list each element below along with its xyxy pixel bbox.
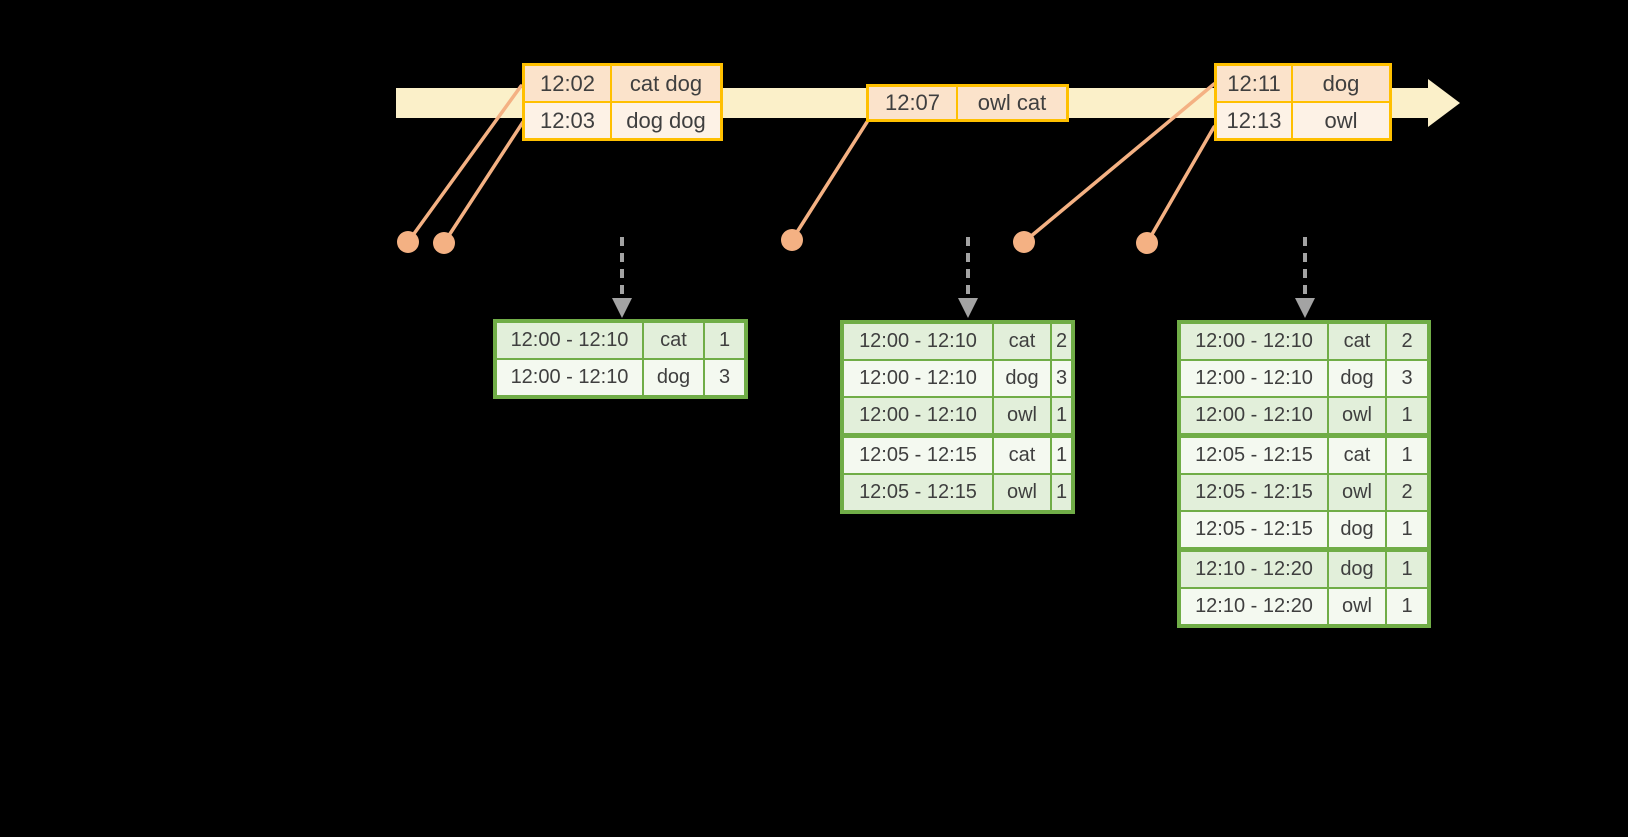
word-cell: dog bbox=[642, 360, 703, 395]
word-cell: owl bbox=[1327, 589, 1385, 624]
word-cell: owl bbox=[1327, 398, 1385, 433]
timeline-arrowhead-icon bbox=[1428, 79, 1460, 127]
window-cell: 12:10 - 12:20 bbox=[1181, 552, 1327, 587]
count-cell: 1 bbox=[1050, 475, 1071, 510]
event-time-cell: 12:07 bbox=[869, 87, 956, 119]
count-cell: 2 bbox=[1385, 324, 1427, 359]
window-cell: 12:05 - 12:15 bbox=[1181, 475, 1327, 510]
count-cell: 1 bbox=[1050, 398, 1071, 433]
event-dot bbox=[1136, 232, 1158, 254]
event-words-cell: cat dog bbox=[610, 66, 720, 101]
count-cell: 3 bbox=[1385, 361, 1427, 396]
connector-line bbox=[406, 84, 523, 244]
window-cell: 12:00 - 12:10 bbox=[497, 360, 642, 395]
word-cell: cat bbox=[1327, 324, 1385, 359]
window-cell: 12:00 - 12:10 bbox=[1181, 398, 1327, 433]
count-cell: 1 bbox=[1385, 398, 1427, 433]
window-cell: 12:00 - 12:10 bbox=[844, 361, 992, 396]
window-cell: 12:05 - 12:15 bbox=[1181, 438, 1327, 473]
word-cell: cat bbox=[992, 438, 1050, 473]
count-cell: 1 bbox=[1385, 512, 1427, 547]
trigger-arrow-icon bbox=[1295, 237, 1315, 318]
event-dot bbox=[1013, 231, 1035, 253]
word-cell: dog bbox=[1327, 361, 1385, 396]
word-cell: dog bbox=[992, 361, 1050, 396]
window-cell: 12:05 - 12:15 bbox=[844, 438, 992, 473]
word-cell: cat bbox=[1327, 438, 1385, 473]
event-dot bbox=[397, 231, 419, 253]
window-cell: 12:00 - 12:10 bbox=[1181, 361, 1327, 396]
count-cell: 1 bbox=[1385, 552, 1427, 587]
connector-line bbox=[1145, 125, 1216, 245]
word-cell: owl bbox=[992, 398, 1050, 433]
event-dot bbox=[433, 232, 455, 254]
event-time-cell: 12:13 bbox=[1217, 103, 1291, 138]
event-words-cell: owl bbox=[1291, 103, 1389, 138]
word-cell: dog bbox=[1327, 552, 1385, 587]
count-cell: 1 bbox=[703, 323, 744, 358]
count-cell: 3 bbox=[703, 360, 744, 395]
window-cell: 12:00 - 12:10 bbox=[497, 323, 642, 358]
event-time-cell: 12:11 bbox=[1217, 66, 1291, 101]
word-cell: cat bbox=[642, 323, 703, 358]
connector-line bbox=[1022, 82, 1216, 244]
count-cell: 2 bbox=[1050, 324, 1071, 359]
word-cell: cat bbox=[992, 324, 1050, 359]
count-cell: 3 bbox=[1050, 361, 1071, 396]
event-words-cell: dog bbox=[1291, 66, 1389, 101]
count-cell: 1 bbox=[1385, 589, 1427, 624]
count-cell: 2 bbox=[1385, 475, 1427, 510]
event-time-cell: 12:02 bbox=[525, 66, 610, 101]
word-cell: owl bbox=[1327, 475, 1385, 510]
window-cell: 12:00 - 12:10 bbox=[1181, 324, 1327, 359]
event-time-cell: 12:03 bbox=[525, 103, 610, 138]
event-dot bbox=[781, 229, 803, 251]
trigger-arrow-icon bbox=[958, 237, 978, 318]
window-cell: 12:10 - 12:20 bbox=[1181, 589, 1327, 624]
count-cell: 1 bbox=[1050, 438, 1071, 473]
event-words-cell: dog dog bbox=[610, 103, 720, 138]
trigger-arrow-icon bbox=[612, 237, 632, 318]
window-cell: 12:05 - 12:15 bbox=[844, 475, 992, 510]
connector-line bbox=[790, 120, 869, 242]
word-cell: dog bbox=[1327, 512, 1385, 547]
connector-line bbox=[442, 120, 525, 245]
window-cell: 12:00 - 12:10 bbox=[844, 398, 992, 433]
window-cell: 12:00 - 12:10 bbox=[844, 324, 992, 359]
window-cell: 12:05 - 12:15 bbox=[1181, 512, 1327, 547]
event-words-cell: owl cat bbox=[956, 87, 1066, 119]
count-cell: 1 bbox=[1385, 438, 1427, 473]
word-cell: owl bbox=[992, 475, 1050, 510]
